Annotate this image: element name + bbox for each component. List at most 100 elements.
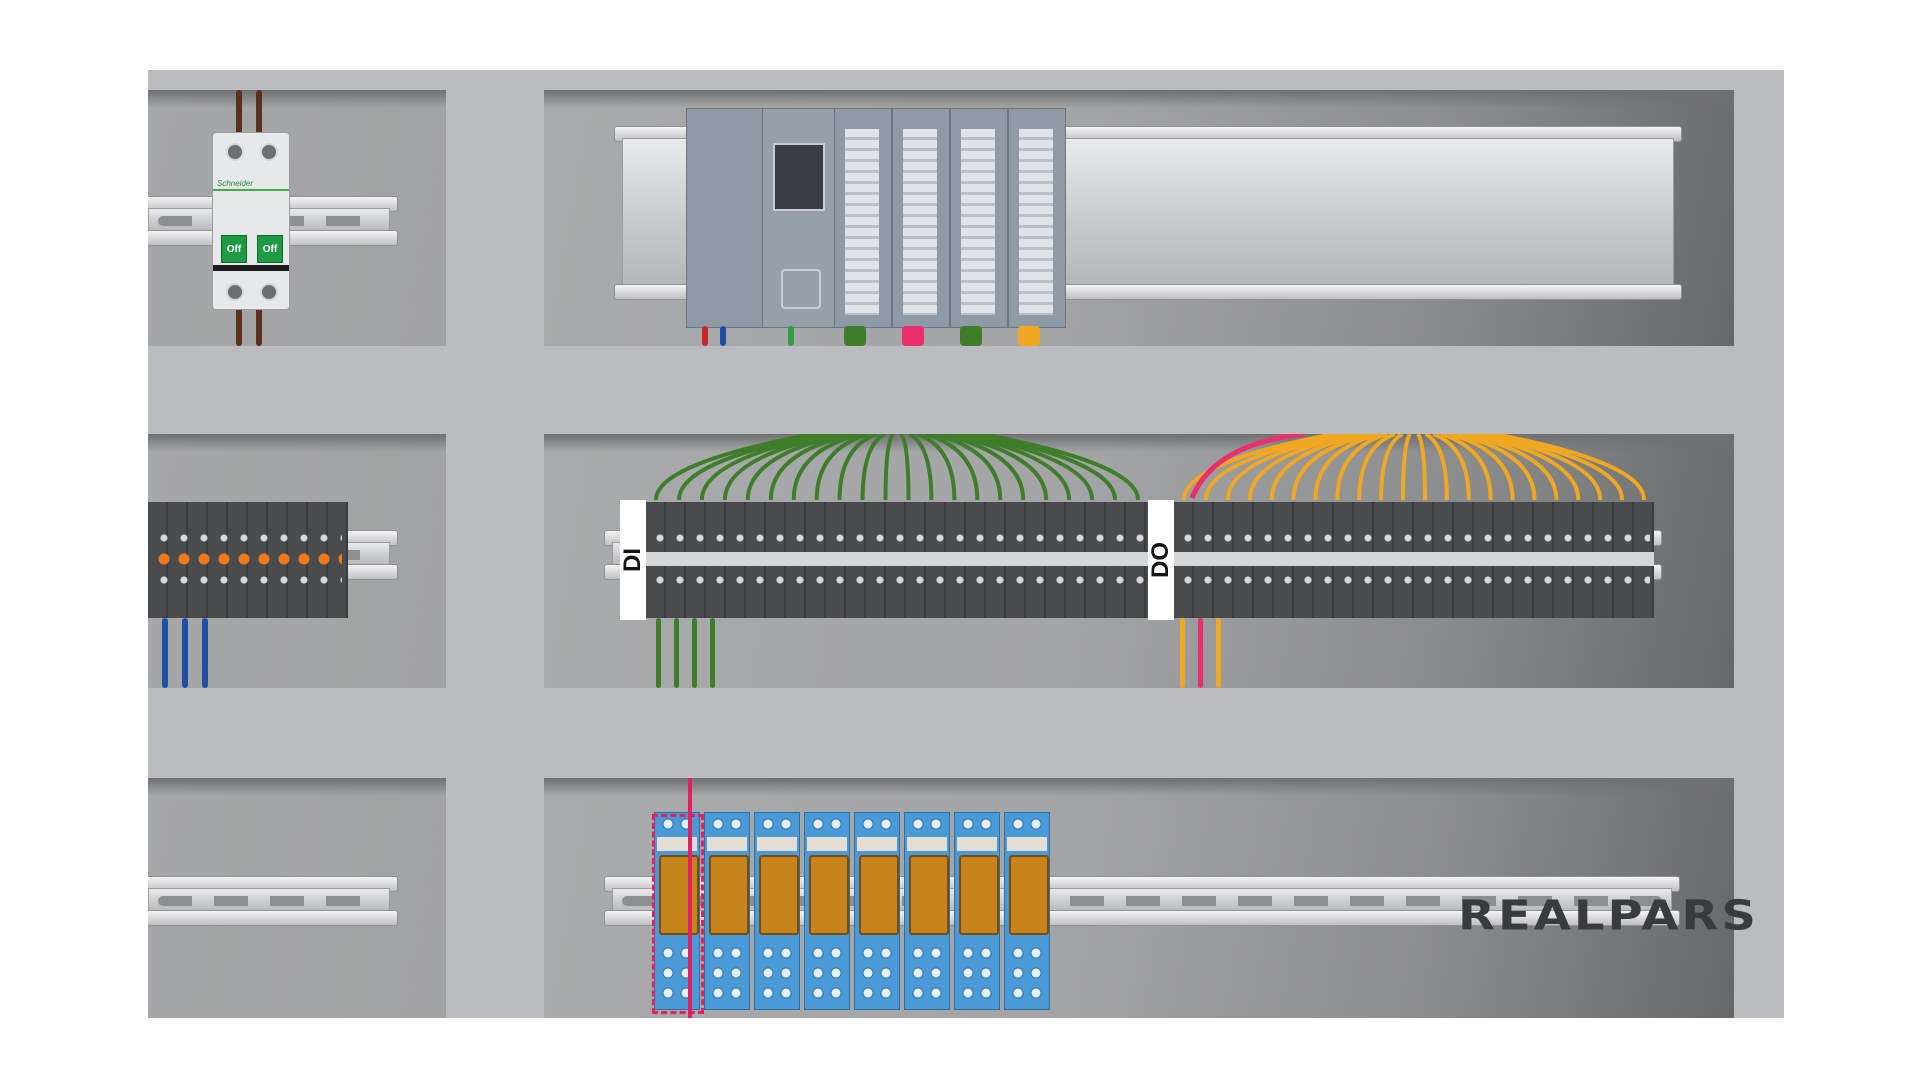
plc-wire (844, 326, 866, 346)
di-label: DI (619, 500, 646, 620)
panel-relays (544, 778, 1734, 1018)
supply-wire (236, 90, 242, 136)
di-field-wire (692, 618, 697, 688)
terminal-wire (1313, 434, 1381, 501)
terminal-wire (916, 434, 957, 501)
screw-terminal-icon (759, 817, 795, 831)
blue-wire (182, 618, 188, 688)
terminal-wire (1440, 434, 1493, 501)
terminal-wiring (654, 434, 1646, 501)
screw-terminal-icon (709, 943, 745, 1003)
terminal-wire (932, 434, 1003, 501)
selection-box[interactable] (652, 814, 704, 1014)
blue-wire (202, 618, 208, 688)
screw-terminal-icon (859, 943, 895, 1003)
do-field-wire (1216, 618, 1221, 688)
breaker-switch[interactable]: Off (221, 235, 247, 263)
terminal-wire (654, 434, 813, 501)
di-field-wire (656, 618, 661, 688)
terminal-wire (1269, 434, 1365, 501)
plc-wire (960, 326, 982, 346)
terminal-wire (1478, 434, 1603, 501)
switch-label: Off (226, 243, 242, 255)
terminal-wire (1447, 434, 1515, 501)
relay-coil (909, 855, 949, 935)
terminal-wire (1471, 434, 1581, 501)
plc-io-module (1008, 108, 1066, 328)
terminal-wire (956, 434, 1072, 501)
screw-terminal-icon (959, 817, 995, 831)
terminal-wire (1182, 434, 1334, 501)
screw-terminal-icon (859, 817, 895, 831)
terminal-wire (972, 434, 1117, 501)
plc-wire (902, 326, 924, 346)
terminal-wire (1225, 434, 1350, 501)
plc-io-module (834, 108, 892, 328)
plc-wire (1018, 326, 1040, 346)
load-wire (236, 306, 242, 346)
terminal-wire (1357, 434, 1396, 501)
relay-module (854, 812, 900, 1010)
terminal-wire (1463, 434, 1559, 501)
di-field-wire (674, 618, 679, 688)
fuse-indicator-row (154, 552, 342, 566)
screw-terminal-icon (1009, 943, 1045, 1003)
terminal-wire (1494, 434, 1646, 501)
terminal-wire (940, 434, 1026, 501)
terminal-wire (699, 434, 830, 501)
screw-terminal-icon (759, 943, 795, 1003)
terminal-wire (1291, 434, 1373, 501)
terminal-wire (722, 434, 838, 501)
panel-breaker: Schneider Off Off (148, 90, 446, 346)
relay-coil (759, 855, 799, 935)
terminal-wire (981, 434, 1140, 501)
relay-coil (809, 855, 849, 935)
supply-wire (256, 90, 262, 136)
screw-icon (260, 143, 278, 161)
di-terminal-block (646, 502, 1148, 618)
breaker-switch[interactable]: Off (257, 235, 283, 263)
panel-empty (148, 778, 446, 1018)
terminal-wire (948, 434, 1049, 501)
screw-terminal-icon (909, 943, 945, 1003)
relay-module (654, 812, 700, 1010)
relay-coil (659, 855, 699, 935)
cpu-display (773, 143, 825, 211)
plc-cpu (762, 108, 836, 328)
terminal-wire (1416, 434, 1427, 501)
do-field-wire (1180, 618, 1185, 688)
terminal-wire (1401, 434, 1412, 501)
highlight-wire (688, 778, 692, 1018)
terminal-wire (1424, 434, 1449, 501)
relay-module (704, 812, 750, 1010)
screw-terminal-icon (1009, 817, 1045, 831)
screw-terminal-icon (659, 817, 695, 831)
relay-module (804, 812, 850, 1010)
screw-terminal-icon (809, 943, 845, 1003)
terminal-wire (964, 434, 1095, 501)
terminal-wire (1335, 434, 1388, 501)
blue-wire (162, 618, 168, 688)
relay-module (954, 812, 1000, 1010)
relay-row (654, 812, 1054, 1010)
brand-logo: REALPARS (1458, 892, 1759, 940)
plc-wire (788, 326, 794, 346)
screw-icon (226, 283, 244, 301)
panel-fuse-terminals (148, 434, 446, 688)
load-wire (256, 306, 262, 346)
relay-module (1004, 812, 1050, 1010)
screw-terminal-icon (709, 817, 745, 831)
terminal-wire (1203, 434, 1342, 501)
plc-power-module (686, 108, 764, 328)
terminal-wire (883, 434, 895, 501)
terminal-wire (837, 434, 878, 501)
do-terminal-block (1174, 502, 1654, 618)
terminal-wire (1455, 434, 1537, 501)
do-label: DO (1147, 500, 1174, 620)
di-field-wire (710, 618, 715, 688)
relay-coil (1009, 855, 1049, 935)
terminal-wire (1432, 434, 1471, 501)
terminal-wire (924, 434, 980, 501)
panel-io-terminals: DI DO (544, 434, 1734, 688)
terminal-wire (1379, 434, 1404, 501)
